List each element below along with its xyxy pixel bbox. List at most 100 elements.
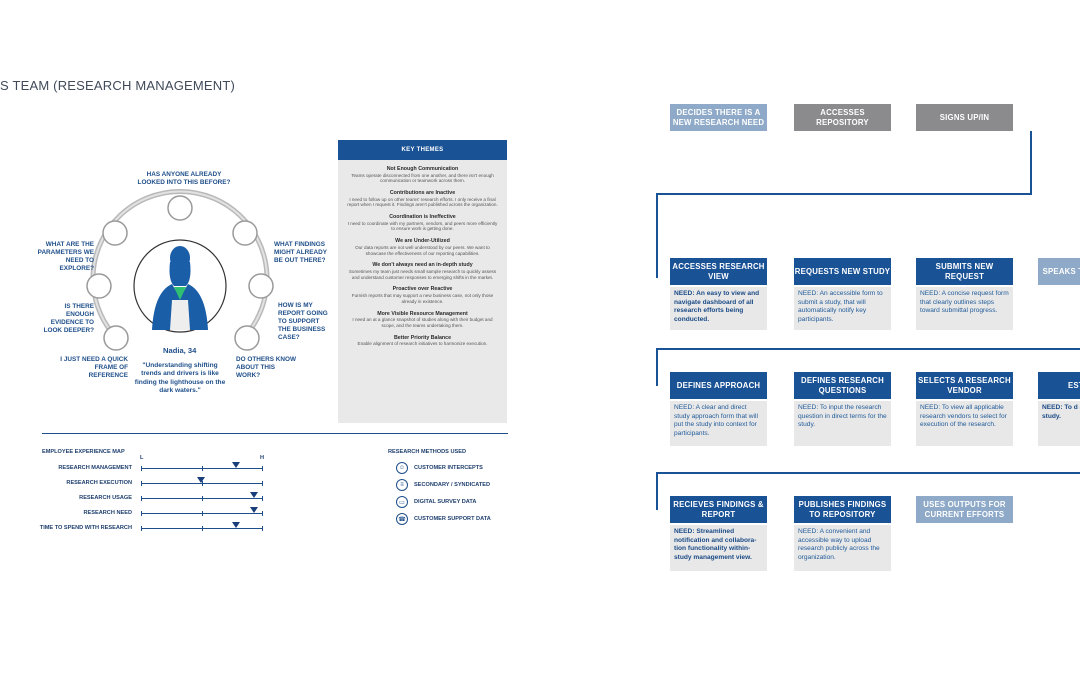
phone-icon: ☎ xyxy=(396,513,408,525)
experience-map-heading: EMPLOYEE EXPERIENCE MAP xyxy=(42,449,125,455)
journey-step: RECIEVES FINDINGS & REPORT xyxy=(670,496,767,523)
journey-step: SIGNS UP/IN xyxy=(916,104,1013,131)
journey-step: DECIDES THERE IS A NEW RESEARCH NEED xyxy=(670,104,767,131)
scale-tick xyxy=(202,511,203,516)
scale-tick xyxy=(202,496,203,501)
key-themes-heading: KEY THEMES xyxy=(338,140,507,160)
scale-tick xyxy=(141,511,142,516)
experience-marker xyxy=(196,477,205,483)
question-node xyxy=(234,325,260,351)
scale-tick xyxy=(262,481,263,486)
question-label: IS THERE ENOUGH EVIDENCE TO LOOK DEEPER? xyxy=(43,303,94,334)
connector-line xyxy=(656,193,658,278)
journey-need: NEED: Streamlined notification and colla… xyxy=(670,525,767,571)
question-label: DO OTHERS KNOW ABOUT THIS WORK? xyxy=(236,356,296,379)
journey-step: ACCESSES REPOSITORY xyxy=(794,104,891,131)
connector-line xyxy=(656,193,1032,195)
journey-step: REQUESTS NEW STUDY xyxy=(794,258,891,285)
scale-tick xyxy=(262,526,263,531)
research-methods-heading: RESEARCH METHODS USED xyxy=(388,449,467,455)
persona-name: Nadia, 34 xyxy=(163,346,197,355)
scale-tick xyxy=(202,466,203,471)
key-theme-title: Not Enough Communication xyxy=(386,166,459,172)
scale-tick xyxy=(202,481,203,486)
journey-step: ACCESSES RESEARCH VIEW xyxy=(670,258,767,285)
key-theme-title: Better Priority Balance xyxy=(393,334,452,341)
experience-row-label: RESEARCH NEED xyxy=(83,510,133,516)
question-label: I JUST NEED A QUICK FRAME OF REFERENCE xyxy=(60,356,128,379)
research-method-label: DIGITAL SURVEY DATA xyxy=(414,499,477,505)
scale-tick xyxy=(141,526,142,531)
person-icon: ☺ xyxy=(396,462,408,474)
journey-step: SUBMITS NEW REQUEST xyxy=(916,258,1013,285)
key-theme-title: Proactive over Reactive xyxy=(392,286,453,293)
key-theme-title: We are Under-Utilized xyxy=(395,238,450,245)
key-theme-body: I need an at a glance snapshot of studie… xyxy=(352,317,493,328)
key-theme-body: I need to coordinate with my partners, v… xyxy=(347,220,498,232)
page-title: S TEAM (RESEARCH MANAGEMENT) xyxy=(0,78,236,93)
persona-quote: "Understanding shifting trends and drive… xyxy=(134,362,226,395)
scale-tick xyxy=(262,466,263,471)
research-method-label: CUSTOMER INTERCEPTS xyxy=(414,465,483,471)
key-theme-title: Contributions are Inactive xyxy=(389,190,456,197)
experience-marker xyxy=(232,522,241,528)
journey-need: NEED: To input the research question in … xyxy=(794,401,891,446)
question-label: WHAT ARE THE PARAMETERS WE NEED TO EXPLO… xyxy=(37,241,94,272)
experience-marker xyxy=(250,507,259,513)
journey-need: NEED: A concise request form that clearl… xyxy=(916,287,1013,330)
connector-line xyxy=(656,348,1080,350)
connector-line xyxy=(656,348,658,386)
scale-tick xyxy=(262,511,263,516)
key-theme-title: More Visible Resource Management xyxy=(377,310,468,317)
journey-need: NEED: A clear and direct study approach … xyxy=(670,401,767,446)
journey-need: NEED: A convenient and accessible way to… xyxy=(794,525,891,571)
journey-step: DEFINES APPROACH xyxy=(670,372,767,399)
persona-arc xyxy=(86,189,274,351)
question-node xyxy=(167,195,193,221)
experience-row-label: RESEARCH MANAGEMENT xyxy=(58,465,132,471)
persona-silhouette-icon xyxy=(152,246,208,330)
key-theme-body: Our data reports are not well understood… xyxy=(355,244,490,256)
journey-step: DEFINES RESEARCH QUESTIONS xyxy=(794,372,891,399)
experience-scale xyxy=(141,477,263,486)
question-label: WHAT FINDINGS MIGHT ALREADY BE OUT THERE… xyxy=(274,241,327,264)
scale-high-label: H xyxy=(260,455,265,461)
key-theme-body: Sometimes my team just needs small sampl… xyxy=(348,268,497,280)
experience-row-label: TIME TO SPEND WITH RESEARCH xyxy=(39,525,132,531)
journey-need: NEED: An easy to view and navigate dashb… xyxy=(670,287,767,330)
question-label: HOW IS MY REPORT GOING TO SUPPORT THE BU… xyxy=(278,302,328,341)
research-method-label: SECONDARY / SYNDICATED xyxy=(414,482,491,488)
scale-low-label: L xyxy=(140,455,144,461)
question-node xyxy=(86,273,112,299)
experience-row-label: RESEARCH USAGE xyxy=(79,495,132,501)
experience-marker xyxy=(250,492,259,498)
connector-line xyxy=(656,472,1080,474)
key-theme-body: Furnish reports that may support a new b… xyxy=(351,292,494,304)
scale-tick xyxy=(141,466,142,471)
research-method-label: CUSTOMER SUPPORT DATA xyxy=(414,516,491,522)
question-label: HAS ANYONE ALREADY LOOKED INTO THIS BEFO… xyxy=(137,171,231,186)
key-theme-body: I need to follow up on other teams' rese… xyxy=(347,196,498,208)
scale-tick xyxy=(262,496,263,501)
experience-scale xyxy=(141,507,263,516)
key-theme-body: Teams operate disconnected from one anot… xyxy=(351,172,494,184)
monitor-icon: ▭ xyxy=(396,496,408,508)
experience-marker xyxy=(232,462,241,468)
list-icon: ≡ xyxy=(396,479,408,491)
key-theme-body: Enable alignment of research initiatives… xyxy=(357,341,488,347)
scale-tick xyxy=(202,526,203,531)
question-node xyxy=(248,273,274,299)
connector-line xyxy=(656,472,658,510)
journey-need: NEED: To d and bench study. xyxy=(1038,401,1080,446)
journey-step: USES OUTPUTS FOR CURRENT EFFORTS xyxy=(916,496,1013,523)
question-node xyxy=(102,220,128,246)
